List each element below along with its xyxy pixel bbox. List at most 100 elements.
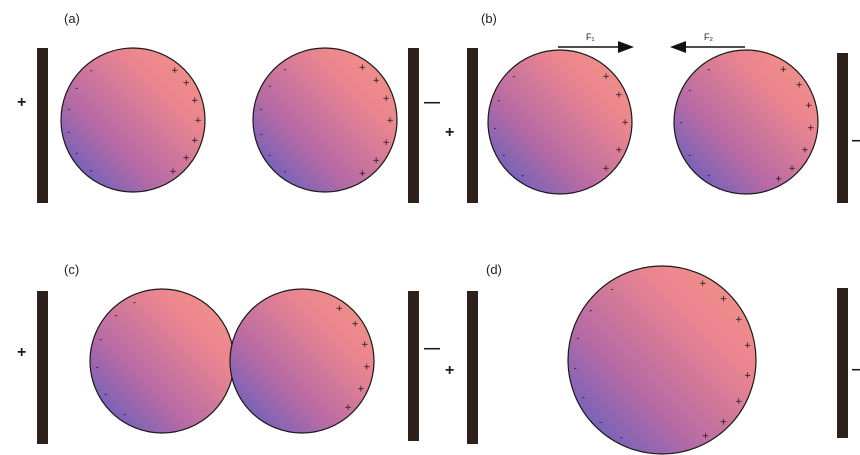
panel-b-left-plus-2: + (621, 118, 629, 128)
panel-d-coalesced-droplet (567, 265, 757, 455)
panel-b-left-minus-1: - (502, 151, 505, 161)
panel-b-left-minus-0: - (521, 171, 524, 181)
panel-b-left-plus-0: + (602, 72, 610, 82)
panel-d-plus-3: + (744, 341, 752, 351)
panel-c-positive-electrode (37, 291, 48, 444)
panel-d-minus-5: - (589, 306, 592, 316)
panel-a-right-plus-5: + (372, 156, 380, 166)
panel-c-label: (c) (64, 262, 79, 277)
panel-d-negative-electrode (837, 288, 848, 438)
panel-a-positive-sign: + (17, 94, 26, 111)
panel-d-label: (d) (486, 262, 502, 277)
panel-b-left-minus-3: - (497, 96, 500, 106)
panel-b-negative-sign: — (852, 132, 860, 149)
panel-a-negative-sign: — (424, 94, 440, 111)
panel-a-left-plus-1: + (182, 79, 190, 89)
panel-a-left-plus-5: + (182, 153, 190, 163)
panel-c-right-plus-2: + (361, 340, 369, 350)
panel-b-right-minus-0: - (707, 171, 710, 181)
panel-a-left-minus-4: - (75, 84, 78, 94)
panel-a-right-minus-3: - (259, 105, 262, 115)
panel-a-right-minus-5: - (283, 65, 286, 75)
panel-a-right-plus-2: + (382, 94, 390, 104)
panel-a-left-plus-6: + (169, 167, 177, 177)
panel-d-positive-electrode (467, 291, 478, 444)
panel-a-right-minus-0: - (283, 167, 286, 177)
panel-d-negative-sign: — (852, 361, 860, 378)
panel-b-left-plus-4: + (602, 164, 610, 174)
panel-c-left-minus-5: - (133, 298, 136, 308)
panel-a-left-plus-2: + (191, 96, 199, 106)
panel-c-left-minus-4: - (114, 311, 117, 321)
panel-a-left-minus-5: - (90, 66, 93, 76)
panel-c-right-plus-0: + (336, 304, 344, 314)
panel-b-negative-electrode (837, 53, 848, 203)
panel-b-right-minus-1: - (688, 151, 691, 161)
panel-a-right-plus-4: + (382, 138, 390, 148)
force-arrow-f2-head (670, 41, 686, 53)
panel-a-negative-electrode (408, 48, 419, 203)
panel-a-left-plus-3: + (194, 116, 202, 126)
panel-a-left-minus-3: - (67, 105, 70, 115)
panel-b-right-plus-1: + (795, 81, 803, 91)
panel-a-label: (a) (64, 11, 80, 26)
panel-b-right-plus-3: + (807, 124, 815, 134)
surface-charges: +++++++------+++++++------+++++-----++++… (67, 63, 814, 443)
panel-d-plus-5: + (735, 397, 743, 407)
panel-c-right-plus-5: + (344, 403, 352, 413)
force-label-f1: F₁ (586, 32, 595, 42)
panel-a-left-minus-0: - (90, 166, 93, 176)
force-arrow-f1-head (618, 41, 634, 53)
panel-b-right-plus-5: + (788, 164, 796, 174)
panel-b-right-plus-6: + (775, 174, 783, 184)
panel-d-plus-4: + (744, 371, 752, 381)
panel-b-left-minus-2: - (494, 124, 497, 134)
panel-a-droplet-right (252, 47, 398, 193)
panel-b-droplet-left (487, 49, 633, 195)
panel-d-minus-0: - (620, 433, 623, 443)
panel-c-left-minus-0: - (123, 410, 126, 420)
panel-b-right-minus-2: - (679, 118, 682, 128)
panel-b-left-plus-1: + (615, 91, 623, 101)
panel-c-droplet-left (89, 288, 235, 434)
panel-c-negative-sign: — (424, 340, 440, 357)
panel-c-right-plus-3: + (363, 363, 371, 373)
panel-b-positive-electrode (467, 48, 478, 203)
panel-d-plus-6: + (720, 418, 728, 428)
panel-c-right-plus-4: + (357, 385, 365, 395)
panel-a-left-plus-4: + (191, 136, 199, 146)
panel-d-minus-1: - (599, 418, 602, 428)
panel-d-minus-3: - (574, 364, 577, 374)
panel-a-right-minus-1: - (268, 150, 271, 160)
panel-b-right-plus-2: + (805, 101, 813, 111)
panel-c-left-minus-1: - (104, 390, 107, 400)
panel-c-right-plus-1: + (351, 320, 359, 330)
panel-a-left-minus-1: - (75, 149, 78, 159)
panel-c-left-minus-2: - (96, 363, 99, 373)
panel-a-right-plus-1: + (372, 76, 380, 86)
panel-c-negative-electrode (408, 291, 419, 441)
panel-a-left-plus-0: + (171, 66, 179, 76)
panel-b-droplet-right (673, 49, 819, 195)
panel-a-right-plus-0: + (359, 63, 367, 73)
panel-a-right-minus-2: - (260, 130, 263, 140)
panel-c-droplet-right (229, 288, 375, 434)
panel-b-left-plus-3: + (615, 146, 623, 156)
panel-a-left-minus-2: - (67, 127, 70, 137)
panel-b-right-plus-4: + (801, 146, 809, 156)
panel-b-label: (b) (481, 11, 497, 26)
panel-c-positive-sign: + (17, 344, 26, 361)
panel-a-right-plus-6: + (359, 169, 367, 179)
panel-d-minus-2: - (582, 393, 585, 403)
panel-d-positive-sign: + (445, 362, 454, 379)
panel-a-right-plus-3: + (386, 116, 394, 126)
panel-b-positive-sign: + (445, 124, 454, 141)
panel-d-plus-7: + (702, 431, 710, 441)
panel-d-plus-0: + (699, 279, 707, 289)
panel-b-right-plus-0: + (780, 65, 788, 75)
panel-b-right-minus-3: - (688, 86, 691, 96)
panel-d-minus-4: - (576, 334, 579, 344)
panel-c-left-minus-3: - (99, 335, 102, 345)
